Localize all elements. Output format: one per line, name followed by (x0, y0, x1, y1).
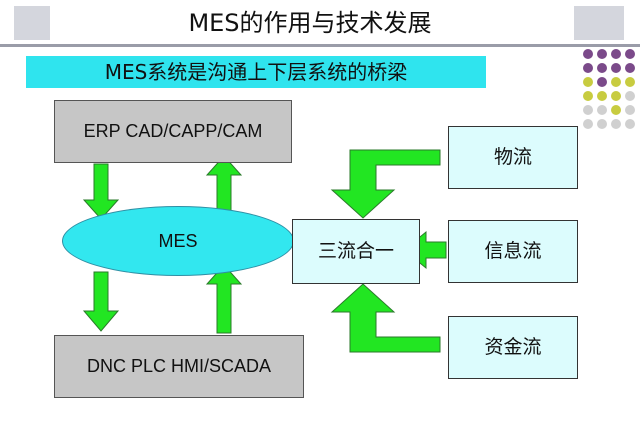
decorative-dot-grid (583, 49, 635, 129)
decor-dot (583, 77, 593, 87)
decor-dot (597, 77, 607, 87)
decor-dot (583, 49, 593, 59)
decor-dot (625, 105, 635, 115)
mes-ellipse: MES (62, 206, 294, 276)
erp-cad-capp-cam-box: ERP CAD/CAPP/CAM (54, 100, 292, 163)
down-arrow-erp-to-mes (82, 163, 120, 220)
title-right-decor (574, 6, 624, 40)
material-flow-box: 物流 (448, 126, 578, 189)
title-bar (0, 0, 640, 46)
decor-dot (611, 63, 621, 73)
decor-dot (625, 63, 635, 73)
decor-dot (611, 105, 621, 115)
up-arrow-dnc-to-mes (205, 264, 243, 334)
decor-dot (597, 63, 607, 73)
decor-dot (597, 91, 607, 101)
decor-dot (625, 49, 635, 59)
page-title: MES的作用与技术发展 (188, 9, 432, 37)
decor-dot (583, 63, 593, 73)
decor-dot (611, 91, 621, 101)
down-arrow-mes-to-dnc (82, 271, 120, 332)
decor-dot (611, 119, 621, 129)
decor-dot (597, 119, 607, 129)
title-left-decor (14, 6, 50, 40)
decor-dot (625, 77, 635, 87)
decor-dot (583, 105, 593, 115)
decor-dot (597, 49, 607, 59)
decor-dot (625, 91, 635, 101)
decor-dot (583, 91, 593, 101)
up-arrow-mes-to-erp (205, 155, 243, 213)
bent-arrow-material-flow (330, 149, 441, 219)
decor-dot (611, 49, 621, 59)
decor-dot (625, 119, 635, 129)
subtitle-banner: MES系统是沟通上下层系统的桥梁 (26, 56, 486, 88)
information-flow-box: 信息流 (448, 220, 578, 283)
dnc-plc-hmi-scada-box: DNC PLC HMI/SCADA (54, 335, 304, 398)
bent-arrow-capital-flow (330, 283, 441, 353)
decor-dot (611, 77, 621, 87)
three-flows-merge-box: 三流合一 (292, 219, 420, 284)
decor-dot (583, 119, 593, 129)
title-divider (0, 44, 640, 47)
capital-flow-box: 资金流 (448, 316, 578, 379)
decor-dot (597, 105, 607, 115)
